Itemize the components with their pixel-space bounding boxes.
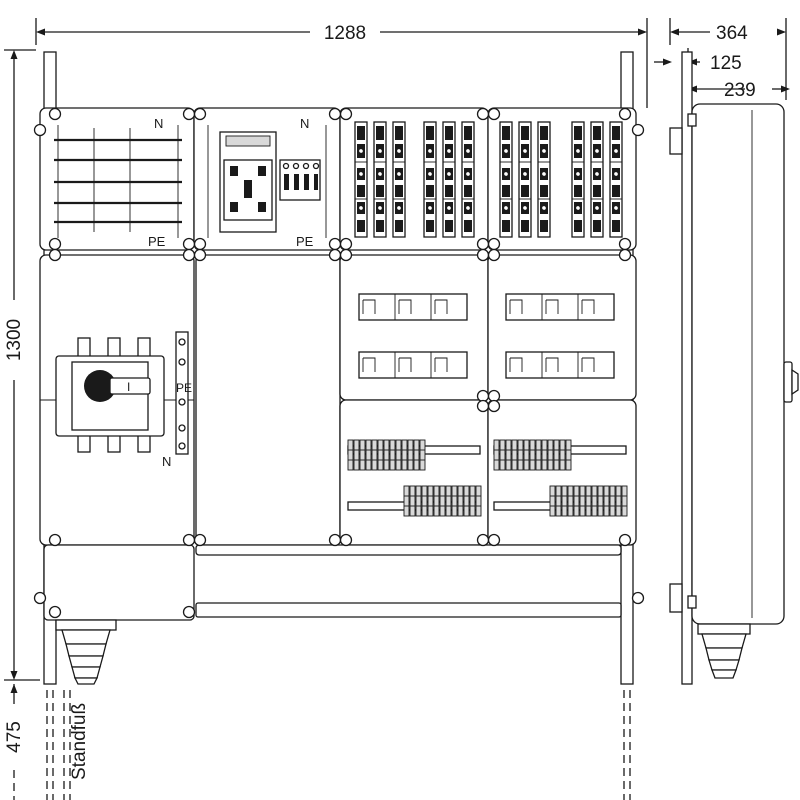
dimension-depth-body-label: 239 [724,80,756,101]
base-connection-box [43,544,622,685]
neutral-label-2: N [300,116,309,131]
dimension-foot: 475 [4,684,25,800]
dimension-width-label: 1288 [324,23,366,44]
panel-terminals-right [487,399,637,546]
switch-position-label: I [127,380,130,394]
dimension-depth-front-label: 125 [710,53,742,74]
center-foot-dashes [63,690,71,800]
pe-label-1: PE [148,234,166,249]
panel-breakers-right [487,254,637,401]
panel-top-3-fuse-strips [339,107,489,251]
panel-top-2-main-fuse: N PE [193,107,341,251]
dimension-depth: 364 125 239 [654,18,790,101]
panel-top-4-fuse-strips [487,107,637,251]
neutral-label-1: N [154,116,163,131]
neutral-label-3: N [162,454,171,469]
panel-main-switch: I PE N [39,254,195,546]
dimension-height: 1300 [4,49,40,681]
pe-label-2: PE [296,234,314,249]
dimension-foot-label: 475 [4,721,25,753]
dimension-width: 1288 [35,18,648,108]
panel-breakers-left [339,254,489,401]
foot-label: Standfuß [69,703,90,780]
panel-blank [195,254,341,546]
side-view [669,51,799,685]
pe-label-3: PE [176,381,192,395]
dimension-height-label: 1300 [4,319,25,361]
dimension-depth-total-label: 364 [716,23,748,44]
panel-top-1-busbar: N PE [39,107,195,251]
panel-terminals-left [339,399,489,546]
